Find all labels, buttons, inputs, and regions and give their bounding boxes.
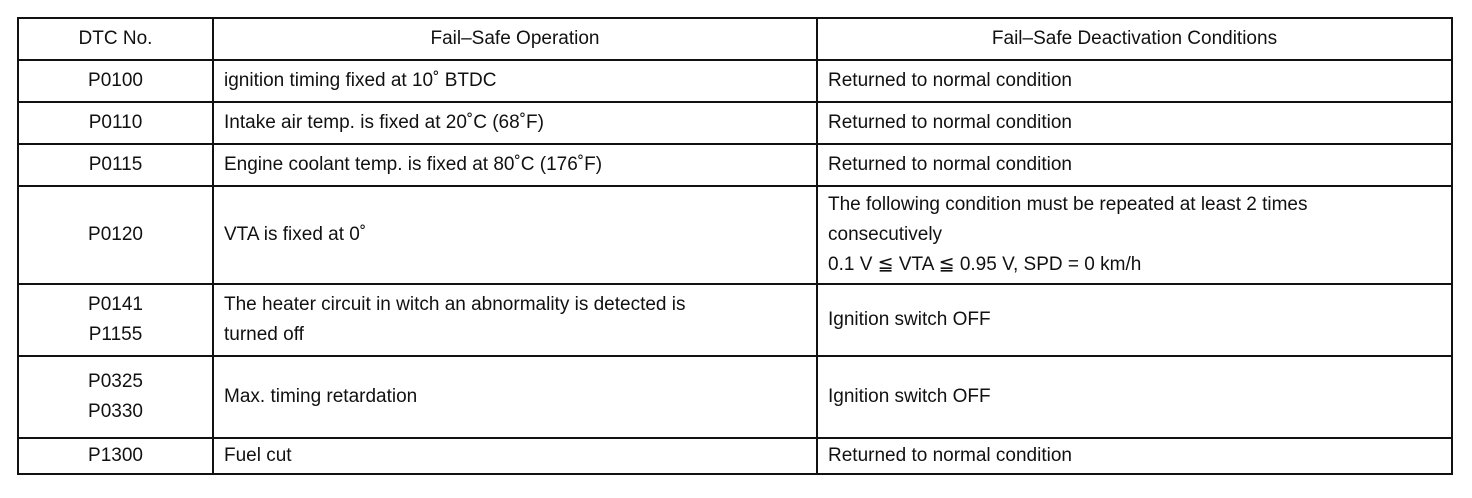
dtc-code-cell: P0120 [17, 185, 214, 285]
dtc-code: P1300 [88, 445, 143, 466]
operation-cell: Engine coolant temp. is fixed at 80˚C (1… [212, 143, 818, 187]
table-row: P0100 ignition timing fixed at 10˚ BTDC … [17, 59, 1453, 103]
fail-safe-table-container: DTC No. Fail–Safe Operation Fail–Safe De… [17, 17, 1453, 475]
dtc-code-cell: P1300 [17, 437, 214, 475]
operation-cell: Fuel cut [212, 437, 818, 475]
deactivation-text: consecutively [828, 224, 943, 245]
operation-cell: The heater circuit in witch an abnormali… [212, 283, 818, 357]
dtc-code-cell: P0110 [17, 101, 214, 145]
operation-text: ignition timing fixed at 10˚ BTDC [224, 70, 497, 91]
dtc-code-cell: P0115 [17, 143, 214, 187]
dtc-code: P0100 [88, 70, 143, 91]
dtc-code: P0115 [88, 154, 143, 175]
operation-text: Engine coolant temp. is fixed at 80˚C (1… [224, 154, 603, 175]
dtc-code: P0120 [88, 224, 143, 245]
deactivation-cell: Ignition switch OFF [816, 283, 1453, 357]
table-row: P0325 P0330 Max. timing retardation Igni… [17, 355, 1453, 439]
dtc-code-cell: P0100 [17, 59, 214, 103]
header-row: DTC No. Fail–Safe Operation Fail–Safe De… [17, 17, 1453, 61]
dtc-code: P0110 [88, 112, 143, 133]
deactivation-cell: Returned to normal condition [816, 143, 1453, 187]
table-row: P0120 VTA is fixed at 0˚ The following c… [17, 185, 1453, 285]
deactivation-text: Returned to normal condition [828, 445, 1072, 466]
operation-text: turned off [224, 324, 304, 345]
dtc-code: P1155 [88, 324, 143, 345]
deactivation-text: Returned to normal condition [828, 154, 1072, 175]
deactivation-text: Ignition switch OFF [828, 386, 991, 407]
fail-safe-table: DTC No. Fail–Safe Operation Fail–Safe De… [17, 17, 1453, 475]
table-row: P0141 P1155 The heater circuit in witch … [17, 283, 1453, 357]
deactivation-cell: Ignition switch OFF [816, 355, 1453, 439]
deactivation-cell: Returned to normal condition [816, 437, 1453, 475]
operation-cell: ignition timing fixed at 10˚ BTDC [212, 59, 818, 103]
table-row: P1300 Fuel cut Returned to normal condit… [17, 437, 1453, 475]
deactivation-text: 0.1 V ≦ VTA ≦ 0.95 V, SPD = 0 km/h [828, 254, 1142, 275]
operation-text: Fuel cut [224, 445, 292, 466]
dtc-code-cell: P0325 P0330 [17, 355, 214, 439]
header-fail-safe-operation: Fail–Safe Operation [212, 17, 818, 61]
deactivation-cell: Returned to normal condition [816, 59, 1453, 103]
table-row: P0110 Intake air temp. is fixed at 20˚C … [17, 101, 1453, 145]
operation-text: Intake air temp. is fixed at 20˚C (68˚F) [224, 112, 544, 133]
operation-text: The heater circuit in witch an abnormali… [224, 294, 686, 315]
header-deactivation-conditions: Fail–Safe Deactivation Conditions [816, 17, 1453, 61]
dtc-code: P0330 [88, 401, 143, 422]
deactivation-text: Returned to normal condition [828, 70, 1072, 91]
dtc-code-cell: P0141 P1155 [17, 283, 214, 357]
operation-text: VTA is fixed at 0˚ [224, 224, 367, 245]
operation-cell: Max. timing retardation [212, 355, 818, 439]
deactivation-cell: The following condition must be repeated… [816, 185, 1453, 285]
operation-text: Max. timing retardation [224, 386, 418, 407]
deactivation-cell: Returned to normal condition [816, 101, 1453, 145]
deactivation-text: Returned to normal condition [828, 112, 1072, 133]
dtc-code: P0141 [88, 294, 143, 315]
header-dtc-no: DTC No. [17, 17, 214, 61]
deactivation-text: The following condition must be repeated… [828, 194, 1308, 215]
dtc-code: P0325 [88, 371, 143, 392]
table-row: P0115 Engine coolant temp. is fixed at 8… [17, 143, 1453, 187]
operation-cell: VTA is fixed at 0˚ [212, 185, 818, 285]
deactivation-text: Ignition switch OFF [828, 309, 991, 330]
operation-cell: Intake air temp. is fixed at 20˚C (68˚F) [212, 101, 818, 145]
